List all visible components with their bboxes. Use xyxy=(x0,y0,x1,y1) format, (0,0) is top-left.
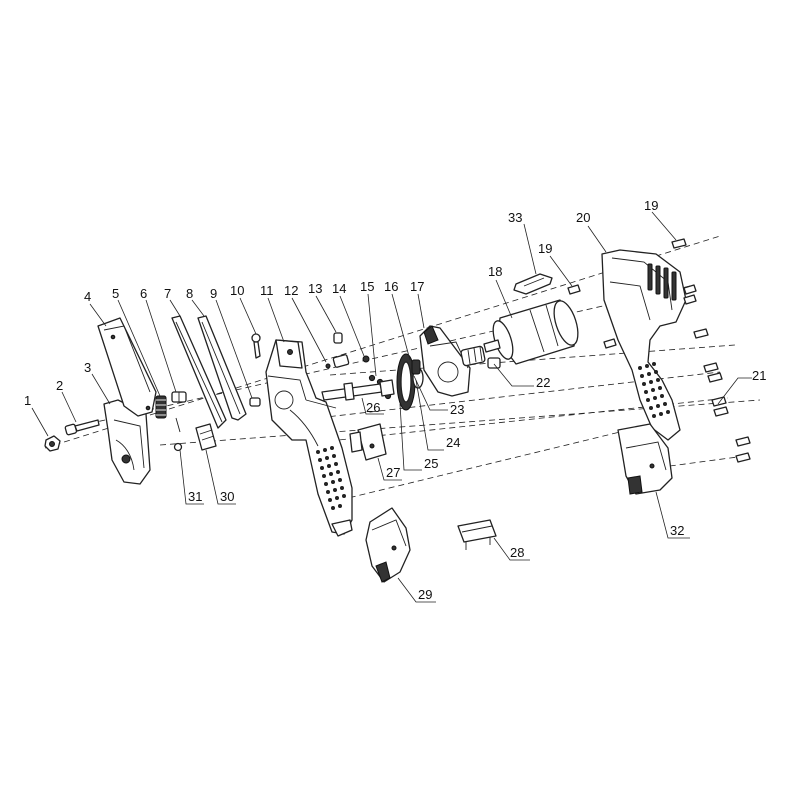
part-3-sprocket-cover xyxy=(103,399,151,485)
callout-5: 5 xyxy=(112,286,119,301)
part-27-oil-tank xyxy=(349,423,387,461)
callout-16: 16 xyxy=(384,279,398,294)
part-30-tensioner xyxy=(195,423,217,451)
part-24-bearing xyxy=(411,359,424,389)
callout-27: 27 xyxy=(386,465,400,480)
callout-9: 9 xyxy=(210,286,217,301)
callout-26: 26 xyxy=(366,400,380,415)
part-13-pin xyxy=(333,332,343,344)
callout-15: 15 xyxy=(360,279,374,294)
callout-23: 23 xyxy=(450,402,464,417)
assembly-axis-lower xyxy=(339,431,621,501)
assembly-axis-upper xyxy=(69,285,691,429)
callout-4: 4 xyxy=(84,289,91,304)
part-22-bracket xyxy=(487,357,501,369)
callout-3: 3 xyxy=(84,360,91,375)
callout-32: 32 xyxy=(670,523,684,538)
callout-10: 10 xyxy=(230,283,244,298)
callout-29: 29 xyxy=(418,587,432,602)
part-5-spring xyxy=(155,395,167,419)
part-20-right-housing xyxy=(601,249,687,441)
callout-6: 6 xyxy=(140,286,147,301)
callout-14: 14 xyxy=(332,281,346,296)
part-28-switch xyxy=(457,519,497,550)
callout-28: 28 xyxy=(510,545,524,560)
part-19-screws xyxy=(567,238,687,295)
part-31-screw xyxy=(173,442,183,452)
part-7-chain xyxy=(171,315,227,429)
part-25-gear xyxy=(396,353,416,411)
part-10-screw xyxy=(251,333,261,359)
assembly-axis-main xyxy=(44,235,721,449)
part-4-chain-guard xyxy=(97,317,157,417)
part-1-nut xyxy=(44,435,61,452)
part-2-bolt xyxy=(64,419,100,436)
part-17-gear-cover xyxy=(419,325,471,397)
motor-vents xyxy=(647,263,677,301)
grip-texture-left xyxy=(316,446,346,510)
callout-30: 30 xyxy=(220,489,234,504)
part-9-washer xyxy=(249,397,261,407)
part-8-guide-bar xyxy=(197,315,247,421)
callout-13: 13 xyxy=(308,281,322,296)
part-32-rear-cover xyxy=(617,423,673,495)
callout-24: 24 xyxy=(446,435,460,450)
callout-8: 8 xyxy=(186,286,193,301)
callout-7: 7 xyxy=(164,286,171,301)
callout-31: 31 xyxy=(188,489,202,504)
part-11-left-housing xyxy=(265,339,353,537)
part-33-brush-holder xyxy=(513,273,553,295)
part-29-switch-housing xyxy=(365,507,411,583)
part-14-screw xyxy=(362,355,370,363)
callout-labels: 1 2 3 4 5 6 7 8 9 10 11 12 13 14 15 16 1… xyxy=(24,198,766,602)
callout-33: 33 xyxy=(508,210,522,225)
callout-19b: 19 xyxy=(644,198,658,213)
part-18-motor xyxy=(483,299,579,365)
assembly-axis-32 xyxy=(639,455,746,471)
callout-18: 18 xyxy=(488,264,502,279)
part-23-gear-shaft xyxy=(460,345,486,367)
part-21-screws xyxy=(603,284,751,463)
callout-19a: 19 xyxy=(538,241,552,256)
callout-17: 17 xyxy=(410,279,424,294)
callout-1: 1 xyxy=(24,393,31,408)
callout-2: 2 xyxy=(56,378,63,393)
grip-texture-right xyxy=(638,362,670,418)
callout-11: 11 xyxy=(260,283,274,298)
callout-21: 21 xyxy=(752,368,766,383)
callout-20: 20 xyxy=(576,210,590,225)
callout-25: 25 xyxy=(424,456,438,471)
callout-12: 12 xyxy=(284,283,298,298)
part-12-nut xyxy=(325,354,350,369)
part-6-clip xyxy=(171,391,187,433)
assembly-axis-mid xyxy=(329,344,736,376)
callout-22: 22 xyxy=(536,375,550,390)
leader-lines xyxy=(31,211,752,603)
part-26-drive-shaft xyxy=(321,379,395,401)
